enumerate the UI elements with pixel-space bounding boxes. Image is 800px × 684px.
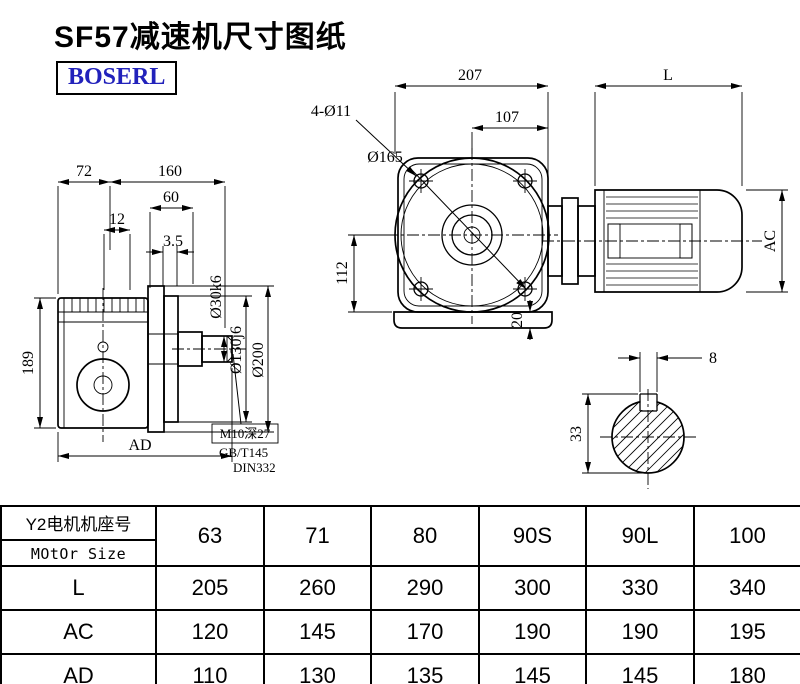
dim-107-label: 107 (495, 109, 519, 126)
value-cell: 180 (693, 653, 800, 684)
gearbox-front-view: Ø165 207 L 107 4-Ø11 112 (311, 67, 788, 340)
value-cell: 120 (155, 609, 265, 655)
tap-note-box (211, 423, 279, 444)
side-flange-outer (147, 285, 165, 433)
motor-body (594, 189, 743, 293)
bolt-hole (409, 169, 433, 193)
motor-size-90s: 90S (478, 505, 587, 567)
row-label-l: L (0, 565, 157, 611)
dim-72-label: 72 (76, 163, 92, 180)
shaft-cross-section: 33 8 (568, 350, 717, 489)
dim-20-label: 20 (509, 312, 526, 328)
motor-size-71: 71 (263, 505, 372, 567)
gearbox-side-view: 72 160 60 12 3.5 189 (20, 163, 279, 475)
dim-207-label: 207 (458, 67, 482, 84)
value-cell: 195 (693, 609, 800, 655)
front-foot (393, 311, 553, 329)
value-cell: 170 (370, 609, 480, 655)
motor-size-header-cn: Y2电机机座号 (2, 507, 155, 541)
boserl-logo: BOSERL (56, 61, 178, 95)
value-cell: 190 (585, 609, 695, 655)
value-cell: 260 (263, 565, 372, 611)
din-standard-label: DIN332 (233, 460, 276, 475)
dia-shaft-label: Ø30k6 (208, 275, 225, 319)
page-title: SF57减速机尺寸图纸 (54, 21, 347, 54)
value-cell: 300 (478, 565, 587, 611)
value-cell: 340 (693, 565, 800, 611)
dim-bolt-holes-label: 4-Ø11 (311, 103, 351, 120)
dim-12-label: 12 (109, 211, 125, 228)
row-label-ad: AD (0, 653, 157, 684)
value-cell: 145 (263, 609, 372, 655)
motor-size-100: 100 (693, 505, 800, 567)
motor-size-header-cell: Y2电机机座号 MOtOr Size (0, 505, 157, 567)
dia-pilot-label: Ø130j6 (228, 326, 245, 374)
gb-standard-label: GB/T145 (219, 445, 268, 460)
dia-spigot-label: Ø165 (367, 149, 403, 166)
dim-112-label: 112 (334, 261, 351, 284)
motor-size-90l: 90L (585, 505, 695, 567)
keyway (639, 393, 658, 412)
dimension-table: Y2电机机座号 MOtOr Size 63 71 80 90S 90L 100 … (0, 505, 800, 684)
motor-size-80: 80 (370, 505, 480, 567)
dim-ad-label: AD (128, 437, 151, 454)
motor-size-header-en: MOtOr Size (30, 545, 127, 563)
dim-l-label: L (663, 67, 673, 84)
side-flange-pilot (163, 295, 179, 423)
table-row-ac: AC 120 145 170 190 190 195 (0, 609, 800, 655)
dim-189-label: 189 (20, 351, 37, 375)
bolt-hole (409, 277, 433, 301)
dim-160-label: 160 (158, 163, 182, 180)
value-cell: 130 (263, 653, 372, 684)
dia-flange-label: Ø200 (250, 342, 267, 378)
tap-note-label: M10深27 (220, 426, 271, 441)
table-header-row: Y2电机机座号 MOtOr Size 63 71 80 90S 90L 100 (0, 505, 800, 567)
value-cell: 145 (478, 653, 587, 684)
table-row-ad: AD 110 130 135 145 145 180 (0, 653, 800, 684)
value-cell: 330 (585, 565, 695, 611)
value-cell: 290 (370, 565, 480, 611)
value-cell: 190 (478, 609, 587, 655)
value-cell: 145 (585, 653, 695, 684)
boserl-logo-text: BOSERL (68, 64, 166, 90)
row-label-ac: AC (0, 609, 157, 655)
motor-size-63: 63 (155, 505, 265, 567)
value-cell: 110 (155, 653, 265, 684)
technical-drawing: 72 160 60 12 3.5 189 (20, 67, 788, 489)
dim-33-label: 33 (568, 426, 585, 442)
dim-ac-label: AC (762, 230, 779, 252)
dim-8-label: 8 (709, 350, 717, 367)
dim-60-label: 60 (163, 189, 179, 206)
value-cell: 205 (155, 565, 265, 611)
value-cell: 135 (370, 653, 480, 684)
dim-3-5-label: 3.5 (163, 233, 183, 250)
table-row-l: L 205 260 290 300 330 340 (0, 565, 800, 611)
